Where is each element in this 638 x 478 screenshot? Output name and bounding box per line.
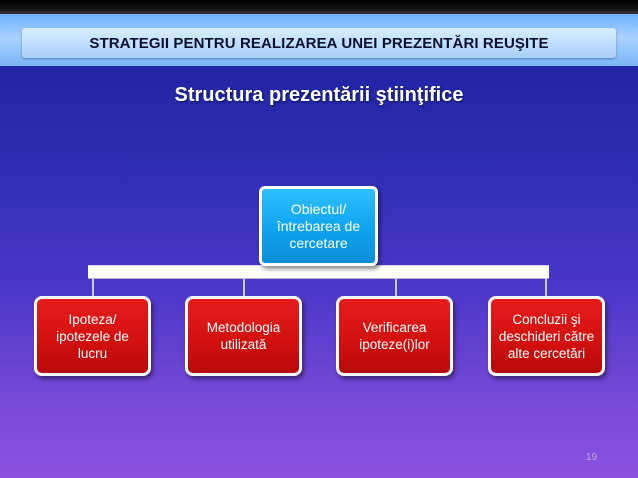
diagram-child-node-4: Concluzii şi deschideri către alte cerce… [488, 296, 605, 376]
connector-drop-1 [92, 278, 94, 298]
connector-drop-4 [545, 278, 547, 298]
header-box: STRATEGII PENTRU REALIZAREA UNEI PREZENT… [22, 28, 616, 58]
diagram-child-node-3: Verificarea ipoteze(i)lor [336, 296, 453, 376]
slide-header-title: STRATEGII PENTRU REALIZAREA UNEI PREZENT… [89, 34, 549, 52]
connector-horizontal-bar [88, 265, 549, 279]
diagram-root-node: Obiectul/ întrebarea de cercetare [259, 186, 378, 266]
connector-drop-3 [395, 278, 397, 298]
top-dark-bar [0, 0, 638, 14]
connector-drop-2 [243, 278, 245, 298]
diagram-child-node-1: Ipoteza/ ipotezele de lucru [34, 296, 151, 376]
slide-number: 19 [586, 452, 598, 463]
slide-subtitle: Structura prezentării ştiinţifice [174, 84, 464, 106]
diagram-child-node-2: Metodologia utilizată [185, 296, 302, 376]
